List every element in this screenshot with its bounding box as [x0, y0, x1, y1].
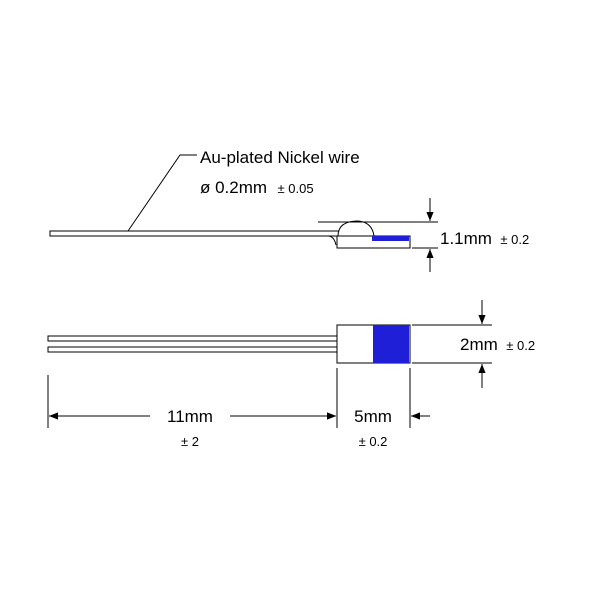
top-view-wire-upper — [47, 335, 339, 342]
lead-length-value: 11mm — [167, 407, 213, 426]
top-view-wire-lower — [47, 346, 339, 353]
width-value: 2mm — [460, 335, 498, 354]
wire-label-name: Au-plated Nickel wire — [200, 148, 360, 167]
wire-label-diameter: ø 0.2mm ± 0.05 — [200, 178, 314, 197]
side-view-wire — [49, 230, 347, 237]
side-view-dome — [337, 220, 375, 237]
wire-diameter-value: ø 0.2mm — [200, 178, 267, 197]
wire-leader-line — [127, 154, 197, 232]
height-label: 1.1mm ± 0.2 — [440, 229, 529, 248]
height-tolerance: ± 0.2 — [500, 232, 529, 247]
top-view — [47, 324, 411, 364]
body-length-value: 5mm — [354, 407, 392, 426]
lead-length-tolerance: ± 2 — [181, 434, 199, 449]
width-dimension: 2mm ± 0.2 — [412, 300, 535, 388]
height-value: 1.1mm — [440, 229, 492, 248]
top-view-band — [373, 325, 409, 363]
length-dimensions: 11mm ± 2 5mm ± 0.2 — [47, 368, 430, 449]
height-dimension: 1.1mm ± 0.2 — [318, 198, 529, 272]
side-view — [49, 220, 411, 249]
width-label: 2mm ± 0.2 — [460, 335, 535, 354]
width-tolerance: ± 0.2 — [506, 338, 535, 353]
body-length-tolerance: ± 0.2 — [359, 434, 388, 449]
side-view-wire-bend — [327, 235, 337, 246]
side-view-band — [372, 236, 409, 241]
wire-diameter-tolerance: ± 0.05 — [278, 181, 314, 196]
